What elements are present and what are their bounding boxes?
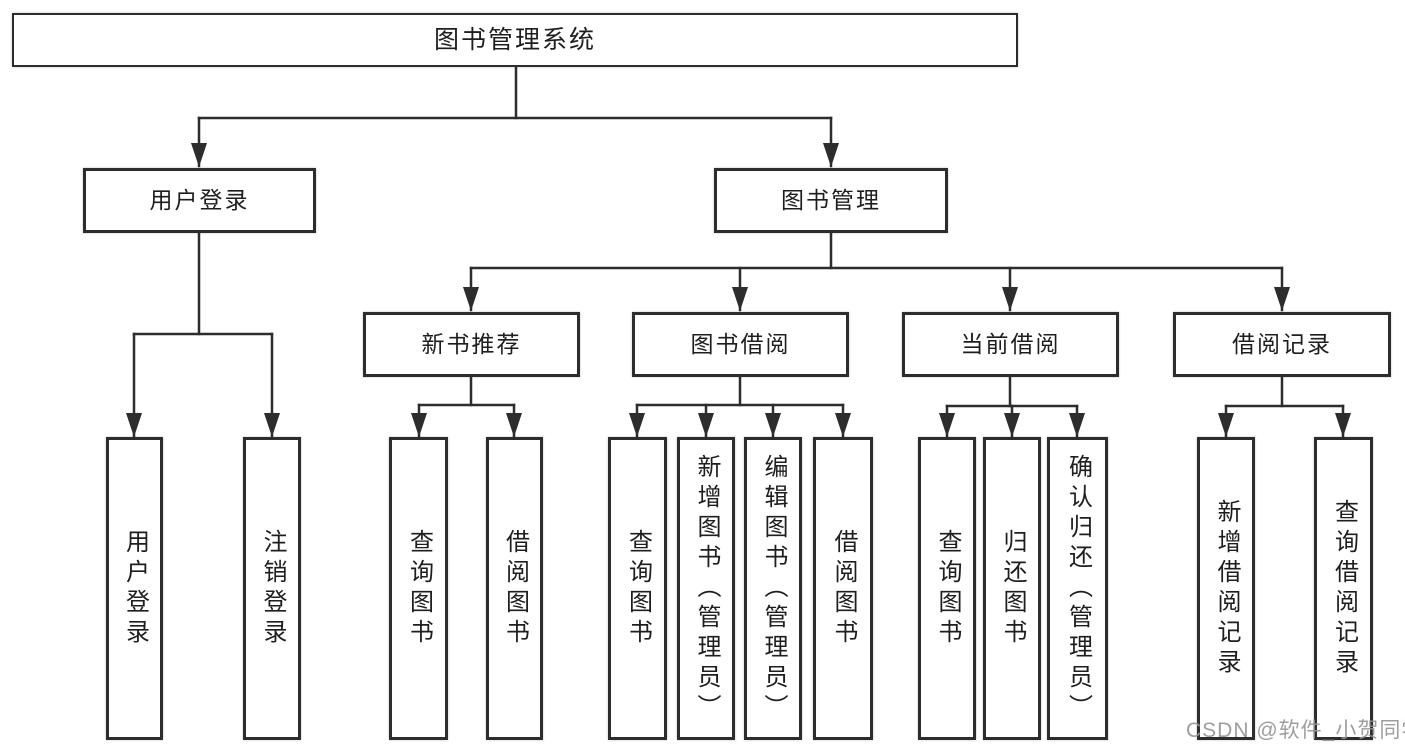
leaf-bb-edit-book: 编辑图书（管理员）	[744, 437, 802, 740]
leaf-cb-confirm-return: 确认归还（管理员）	[1047, 437, 1108, 740]
leaf-cb-query-book: 查询图书	[918, 437, 976, 740]
leaf-bb-query-book: 查询图书	[608, 437, 667, 740]
leaf-bb-borrow-book: 借阅图书	[813, 437, 873, 740]
node-current-borrow: 当前借阅	[902, 312, 1119, 377]
leaf-cb-confirm-return-label: 确认归还（管理员）	[1064, 453, 1092, 724]
node-root-label: 图书管理系统	[433, 25, 596, 54]
leaf-bb-borrow-book-label: 借阅图书	[830, 528, 857, 649]
node-current-borrow-label: 当前借阅	[960, 331, 1061, 357]
leaf-br-add-record: 新增借阅记录	[1197, 437, 1255, 740]
node-book-borrow: 图书借阅	[632, 312, 849, 377]
node-user-login: 用户登录	[83, 168, 316, 233]
node-book-mgmt: 图书管理	[714, 168, 948, 233]
leaf-nbr-query-book: 查询图书	[389, 437, 448, 740]
leaf-cb-return-book-label: 归还图书	[999, 528, 1026, 649]
leaf-br-query-record: 查询借阅记录	[1314, 437, 1373, 740]
node-root: 图书管理系统	[12, 13, 1018, 67]
leaf-br-query-record-label: 查询借阅记录	[1330, 498, 1358, 679]
leaf-logout-label: 注销登录	[259, 528, 286, 649]
leaf-logout: 注销登录	[243, 437, 301, 740]
leaf-bb-query-book-label: 查询图书	[624, 528, 652, 649]
leaf-bb-add-book-label: 新增图书（管理员）	[693, 453, 720, 724]
leaf-nbr-borrow-book-label: 借阅图书	[501, 528, 529, 649]
node-borrow-records-label: 借阅记录	[1232, 331, 1332, 357]
node-new-book-recommend: 新书推荐	[363, 312, 580, 377]
leaf-user-login: 用户登录	[106, 437, 163, 740]
leaf-cb-return-book: 归还图书	[983, 437, 1041, 740]
node-book-mgmt-label: 图书管理	[781, 187, 881, 213]
node-user-login-label: 用户登录	[149, 187, 250, 213]
leaf-bb-edit-book-label: 编辑图书（管理员）	[760, 453, 787, 724]
leaf-bb-add-book: 新增图书（管理员）	[677, 437, 735, 740]
watermark: CSDN @软件_小贺同学	[1186, 719, 1405, 742]
leaf-nbr-query-book-label: 查询图书	[405, 528, 433, 649]
node-borrow-records: 借阅记录	[1173, 312, 1391, 377]
node-new-book-recommend-label: 新书推荐	[421, 331, 522, 357]
node-book-borrow-label: 图书借阅	[690, 331, 791, 357]
leaf-nbr-borrow-book: 借阅图书	[486, 437, 543, 740]
leaf-br-add-record-label: 新增借阅记录	[1213, 498, 1240, 679]
leaf-user-login-label: 用户登录	[121, 528, 149, 649]
leaf-cb-query-book-label: 查询图书	[934, 528, 961, 649]
